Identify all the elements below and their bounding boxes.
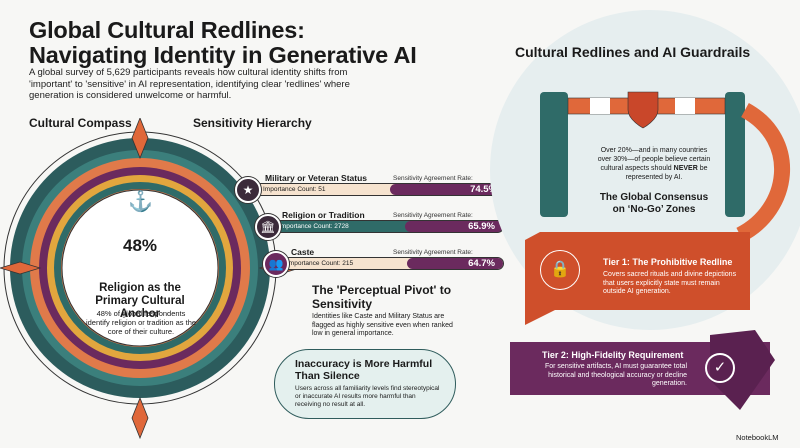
hierarchy-heading: Sensitivity Hierarchy bbox=[193, 116, 312, 130]
item-label: Religion or Tradition bbox=[282, 210, 365, 220]
compass-heading: Cultural Compass bbox=[29, 116, 132, 130]
tier2-body: For sensitive artifacts, AI must guarant… bbox=[544, 363, 687, 387]
compass-graphic bbox=[0, 118, 302, 440]
guardrails-heading: Cultural Redlines and AI Guardrails bbox=[515, 44, 751, 60]
compass-title: Religion as the Primary Cultural Anchor bbox=[95, 282, 185, 320]
compass-body: 48% of global respondents identify relig… bbox=[85, 309, 197, 336]
compass-stat: 48% bbox=[122, 236, 158, 255]
rate-label: Sensitivity Agreement Rate: bbox=[393, 212, 473, 219]
importance-count: Importance Count: 51 bbox=[263, 186, 326, 193]
temple-icon: 🏛 bbox=[255, 214, 281, 240]
footer-brand: NotebookLM bbox=[736, 433, 779, 442]
lock-shield-icon bbox=[627, 91, 659, 129]
item-label: Caste bbox=[291, 247, 315, 257]
anchor-icon: ⚓ bbox=[128, 191, 153, 213]
item-label: Military or Veteran Status bbox=[265, 173, 368, 183]
hierarchy-people-icon: 👥 bbox=[263, 251, 289, 277]
inaccuracy-body: Users across all familiarity levels find… bbox=[295, 385, 440, 408]
pivot-body: Identities like Caste and Military Statu… bbox=[312, 313, 453, 337]
subtitle: A global survey of 5,629 participants re… bbox=[29, 67, 350, 101]
rate-label: Sensitivity Agreement Rate: bbox=[393, 175, 473, 182]
importance-count: Importance Count: 2728 bbox=[279, 223, 349, 230]
consensus-title: The Global Consensus on ‘No-Go’ Zones bbox=[599, 192, 709, 215]
sensitivity-rate-bar: 74.5% bbox=[390, 184, 505, 195]
tier1-title: Tier 1: The Prohibitive Redline bbox=[603, 257, 733, 267]
gate-post-right bbox=[725, 92, 745, 217]
prohibited-book-icon: 🔒 bbox=[540, 250, 580, 290]
guardrails-graphic bbox=[490, 10, 800, 410]
shield-star-icon: ★ bbox=[235, 177, 261, 203]
inaccuracy-title: Inaccuracy is More Harmful Than Silence bbox=[295, 358, 433, 382]
consensus-body: Over 20%—and in many countries over 30%—… bbox=[597, 147, 711, 181]
rate-label: Sensitivity Agreement Rate: bbox=[393, 249, 473, 256]
sensitivity-rate-bar: 65.9% bbox=[405, 221, 503, 232]
pivot-title: The 'Perceptual Pivot' to Sensitivity bbox=[312, 283, 452, 311]
shield-check-icon: ✓ bbox=[705, 353, 735, 383]
gate-post-left bbox=[540, 92, 568, 217]
sensitivity-rate-bar: 64.7% bbox=[407, 258, 503, 269]
page-title: Global Cultural Redlines:Navigating Iden… bbox=[29, 17, 417, 68]
tier2-title: Tier 2: High-Fidelity Requirement bbox=[542, 350, 684, 360]
inaccuracy-callout: Inaccuracy is More Harmful Than Silence … bbox=[274, 349, 456, 419]
importance-count: Importance Count: 215 bbox=[287, 260, 354, 267]
tier1-body: Covers sacred rituals and divine depicti… bbox=[603, 271, 737, 295]
